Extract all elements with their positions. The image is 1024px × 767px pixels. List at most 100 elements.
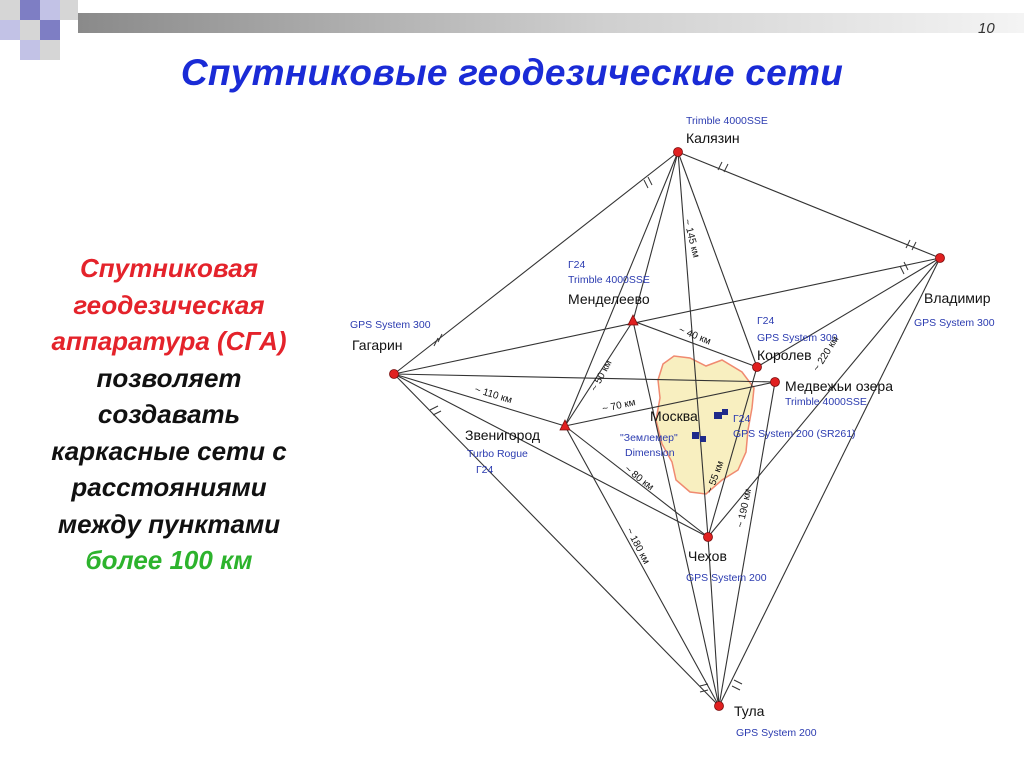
link-tick (433, 337, 439, 347)
link-tick (911, 241, 917, 251)
decor-square-7 (40, 20, 60, 40)
decor-square-5 (0, 20, 20, 40)
station-kalyazin-marker (673, 147, 683, 157)
station-tula-marker (714, 701, 724, 711)
link (564, 425, 709, 538)
link (677, 151, 758, 368)
link (756, 257, 941, 368)
moscow-equip-4: GPS System 200 (SR261) (733, 428, 856, 440)
zvenigorod-equip-1: Turbo Rogue (467, 448, 528, 460)
side-line-4: позволяет (96, 362, 242, 393)
link (564, 425, 720, 707)
kalyazin-equip: Trimble 4000SSE (686, 115, 768, 127)
station-zvenigorod-marker (559, 419, 571, 431)
medvezhi-equip: Trimble 4000SSE (785, 396, 867, 408)
stations (389, 147, 945, 711)
link (393, 373, 566, 427)
decor-top-bar (78, 13, 1024, 33)
tula-equip: GPS System 200 (736, 727, 817, 739)
link-tick (905, 239, 911, 249)
chekhov-label: Чехов (688, 548, 727, 564)
side-line-1: Спутниковая (79, 253, 258, 283)
side-line-7: расстояниями (71, 472, 267, 502)
distance-zvenigorod-tula: ~ 180 км (623, 526, 651, 566)
station-korolev-marker (752, 362, 762, 372)
link-tick (437, 333, 443, 343)
link (707, 366, 758, 538)
kalyazin-label: Калязин (686, 130, 740, 146)
moscow-equip-3: Г24 (733, 413, 751, 425)
mendeleevo-equip-1: Г24 (568, 259, 586, 271)
moscow-receivers-icon (692, 409, 728, 442)
zvenigorod-label: Звенигород (465, 427, 540, 443)
moscow-equip-2: Dimension (625, 447, 675, 459)
decor-square-9 (40, 40, 60, 60)
link (564, 151, 679, 427)
link (393, 373, 720, 707)
network-links (393, 151, 941, 707)
link-tick (723, 163, 729, 173)
link-tick (903, 261, 909, 271)
link-tick (699, 683, 709, 687)
moscow-label: Москва (650, 408, 698, 424)
link-tick (699, 689, 709, 693)
station-mendeleevo-marker (627, 314, 639, 326)
link (393, 373, 776, 383)
distance-zvenigorod-chekhov: ~ 80 км (622, 464, 655, 494)
distance-gagarin-zvenigorod: ~ 110 км (473, 384, 513, 406)
distance-mendeleevo-zvenigorod: ~ 50 км (589, 358, 615, 393)
link (564, 320, 634, 427)
vladimir-label: Владимир (924, 290, 991, 306)
decor-square-8 (20, 40, 40, 60)
korolev-equip-2: GPS System 300 (757, 332, 838, 344)
decor-square-3 (40, 0, 60, 20)
link (707, 536, 720, 707)
link (564, 381, 776, 427)
distance-kalyazin-chekhov: ~ 145 км (681, 218, 701, 259)
link (632, 320, 720, 707)
decor-square-4 (60, 0, 78, 20)
side-line-5: создавать (97, 399, 241, 429)
decor-square-2 (20, 0, 40, 20)
link-tick (899, 265, 905, 275)
chekhov-equip: GPS System 200 (686, 572, 767, 584)
link-tick (731, 685, 741, 691)
vladimir-equip: GPS System 300 (914, 317, 995, 329)
korolev-equip-1: Г24 (757, 315, 775, 327)
link (718, 381, 776, 707)
gagarin-label: Гагарин (352, 337, 403, 353)
link (707, 257, 941, 538)
slide-title: Спутниковые геодезические сети (180, 52, 844, 93)
link-tick (647, 176, 653, 186)
medvezhi-label: Медвежьи озера (785, 378, 893, 394)
moscow-equip-1: "Землемер" (620, 432, 678, 444)
zvenigorod-equip-2: Г24 (476, 464, 494, 476)
link (718, 257, 941, 707)
link-ticks (429, 161, 917, 693)
slide-number: 10 (978, 20, 995, 37)
link (393, 151, 679, 375)
side-line-2: геодезическая (73, 289, 265, 320)
korolev-label: Королев (757, 347, 812, 363)
decor-square-6 (20, 20, 40, 40)
station-vladimir-marker (935, 253, 945, 263)
link-tick (432, 410, 442, 416)
tula-label: Тула (734, 703, 765, 719)
side-line-8: между пунктами (57, 508, 281, 539)
link (393, 373, 709, 538)
link (393, 257, 941, 375)
link (632, 320, 758, 368)
distance-medvezhi-tula: ~ 190 км (735, 488, 754, 529)
station-medvezhi-marker (770, 377, 780, 387)
link-tick (429, 405, 439, 411)
link-tick (643, 179, 649, 189)
side-line-6: каркасные сети с (51, 435, 287, 466)
station-gagarin-marker (389, 369, 399, 379)
decor-square-1 (0, 0, 20, 20)
link-tick (717, 161, 723, 171)
mendeleevo-label: Менделеево (568, 291, 650, 307)
station-chekhov-marker (703, 532, 713, 542)
side-description: Спутниковая геодезическая аппаратура (СГ… (0, 250, 338, 579)
mendeleevo-equip-2: Trimble 4000SSE (568, 274, 650, 286)
